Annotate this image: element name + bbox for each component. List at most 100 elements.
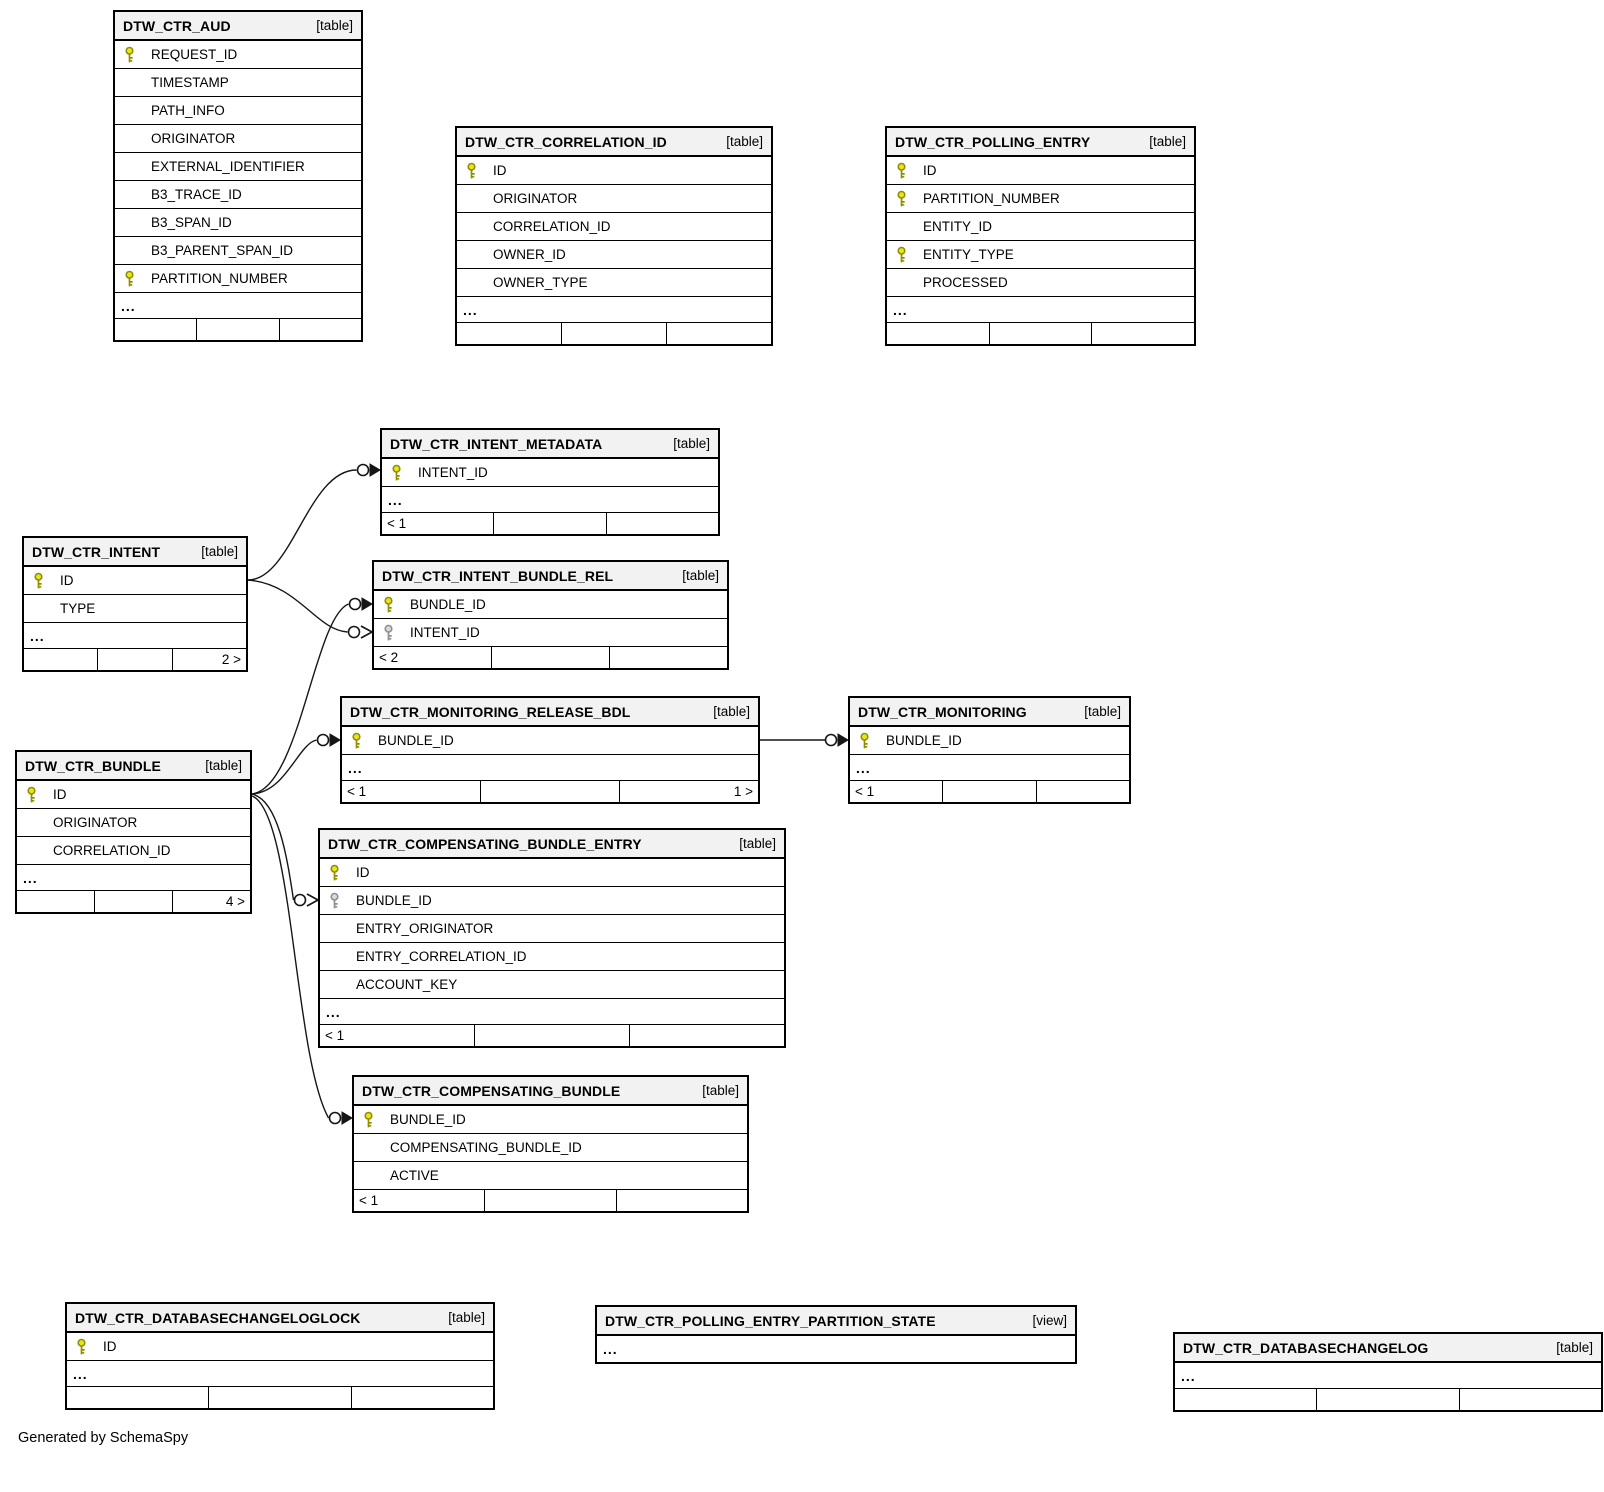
column-row[interactable]: ENTITY_ID — [887, 213, 1194, 241]
table-name: DTW_CTR_MONITORING_RELEASE_BDL — [350, 703, 631, 720]
entity-dtw-ctr-intent-bundle-rel[interactable]: DTW_CTR_INTENT_BUNDLE_REL[table]BUNDLE_I… — [372, 560, 729, 670]
table-header: DTW_CTR_DATABASECHANGELOGLOCK[table] — [67, 1304, 493, 1333]
table-kind-badge: [table] — [205, 758, 242, 773]
parents-count-cell — [617, 1190, 747, 1211]
column-row[interactable]: B3_SPAN_ID — [115, 209, 361, 237]
relationship-count-footer: < 1 — [320, 1025, 784, 1046]
column-name: ACTIVE — [390, 1168, 439, 1183]
column-row[interactable]: PARTITION_NUMBER — [115, 265, 361, 293]
column-row[interactable]: BUNDLE_ID — [354, 1106, 747, 1134]
column-row[interactable]: ID — [24, 567, 246, 595]
column-row[interactable]: CORRELATION_ID — [17, 837, 250, 865]
column-row[interactable]: BUNDLE_ID — [374, 591, 727, 619]
primary-key-icon — [859, 732, 886, 750]
column-row[interactable]: OWNER_TYPE — [457, 269, 771, 297]
children-count-cell — [24, 649, 99, 670]
relationship-count-footer: 4 > — [17, 891, 250, 912]
relationship-count-footer — [1175, 1389, 1601, 1410]
column-name: PARTITION_NUMBER — [923, 191, 1060, 206]
ellipsis-text: ... — [348, 759, 363, 776]
column-row[interactable]: COMPENSATING_BUNDLE_ID — [354, 1134, 747, 1162]
column-row[interactable]: ID — [17, 781, 250, 809]
column-name: INTENT_ID — [418, 465, 488, 480]
edge-line — [251, 793, 295, 901]
column-row[interactable]: TYPE — [24, 595, 246, 623]
column-row[interactable]: ORIGINATOR — [457, 185, 771, 213]
entity-dtw-ctr-monitoring-release-bdl[interactable]: DTW_CTR_MONITORING_RELEASE_BDL[table]BUN… — [340, 696, 760, 804]
column-name: TYPE — [60, 601, 96, 616]
more-columns-ellipsis: ... — [67, 1361, 493, 1387]
entity-dtw-ctr-monitoring[interactable]: DTW_CTR_MONITORING [table] BUNDLE_ID... < 1 — [848, 696, 1131, 804]
footer-spacer-cell — [475, 1025, 630, 1046]
more-columns-ellipsis: ... — [320, 999, 784, 1025]
children-count-cell: < 1 — [850, 781, 944, 802]
column-row[interactable]: INTENT_ID — [382, 459, 718, 487]
entity-dtw-ctr-compensating-bundle[interactable]: DTW_CTR_COMPENSATING_BUNDLE[table]BUNDLE… — [352, 1075, 749, 1213]
edge-line — [247, 579, 348, 633]
table-header: DTW_CTR_POLLING_ENTRY_PARTITION_STATE[vi… — [597, 1307, 1075, 1336]
column-row[interactable]: PATH_INFO — [115, 97, 361, 125]
table-kind-badge: [table] — [1084, 704, 1121, 719]
column-name: OWNER_ID — [493, 247, 566, 262]
table-name: DTW_CTR_MONITORING — [858, 703, 1027, 720]
column-row[interactable]: ACTIVE — [354, 1162, 747, 1190]
arrowhead-icon — [361, 597, 373, 611]
column-row[interactable]: REQUEST_ID — [115, 41, 361, 69]
entity-dtw-ctr-intent-metadata[interactable]: DTW_CTR_INTENT_METADATA[table]INTENT_ID.… — [380, 428, 720, 536]
column-row[interactable]: B3_PARENT_SPAN_ID — [115, 237, 361, 265]
column-row[interactable]: ID — [887, 157, 1194, 185]
column-row[interactable]: B3_TRACE_ID — [115, 181, 361, 209]
column-row[interactable]: ENTRY_ORIGINATOR — [320, 915, 784, 943]
zero-or-one-circle-icon — [347, 625, 361, 639]
column-row[interactable]: TIMESTAMP — [115, 69, 361, 97]
column-row[interactable]: ENTITY_TYPE — [887, 241, 1194, 269]
ellipsis-text: ... — [856, 759, 871, 776]
column-row[interactable]: ID — [67, 1333, 493, 1361]
table-header: DTW_CTR_BUNDLE[table] — [17, 752, 250, 781]
table-kind-badge: [table] — [201, 544, 238, 559]
table-kind-badge: [table] — [1556, 1340, 1593, 1355]
more-columns-ellipsis: ... — [382, 487, 718, 513]
column-row[interactable]: ORIGINATOR — [17, 809, 250, 837]
column-row[interactable]: CORRELATION_ID — [457, 213, 771, 241]
primary-key-icon — [363, 1111, 390, 1129]
column-name: ENTITY_ID — [923, 219, 993, 234]
table-header: DTW_CTR_MONITORING [table] — [850, 698, 1129, 727]
primary-key-icon — [124, 46, 151, 64]
entity-dtw-ctr-databasechangeloglock[interactable]: DTW_CTR_DATABASECHANGELOGLOCK[table]ID..… — [65, 1302, 495, 1410]
column-row[interactable]: ID — [457, 157, 771, 185]
column-row[interactable]: ACCOUNT_KEY — [320, 971, 784, 999]
more-columns-ellipsis: ... — [597, 1336, 1075, 1362]
column-row[interactable]: EXTERNAL_IDENTIFIER — [115, 153, 361, 181]
column-name: INTENT_ID — [410, 625, 480, 640]
column-row[interactable]: PROCESSED — [887, 269, 1194, 297]
primary-key-icon — [76, 1338, 103, 1356]
primary-key-icon — [26, 786, 53, 804]
entity-dtw-ctr-polling-entry-partition-state[interactable]: DTW_CTR_POLLING_ENTRY_PARTITION_STATE[vi… — [595, 1305, 1077, 1364]
column-name: B3_SPAN_ID — [151, 215, 232, 230]
column-row[interactable]: BUNDLE_ID — [320, 887, 784, 915]
column-name: ID — [53, 787, 67, 802]
table-name: DTW_CTR_POLLING_ENTRY — [895, 133, 1091, 150]
column-row[interactable]: BUNDLE_ID — [850, 727, 1129, 755]
parents-count-cell: 4 > — [225, 894, 245, 909]
entity-dtw-ctr-databasechangelog[interactable]: DTW_CTR_DATABASECHANGELOG[table]... — [1173, 1332, 1603, 1412]
primary-key-icon — [896, 162, 923, 180]
column-row[interactable]: ID — [320, 859, 784, 887]
ellipsis-text: ... — [23, 869, 38, 886]
column-row[interactable]: ORIGINATOR — [115, 125, 361, 153]
column-row[interactable]: OWNER_ID — [457, 241, 771, 269]
table-kind-badge: [table] — [726, 134, 763, 149]
column-row[interactable]: ENTRY_CORRELATION_ID — [320, 943, 784, 971]
column-row[interactable]: INTENT_ID — [374, 619, 727, 647]
column-row[interactable]: BUNDLE_ID — [342, 727, 758, 755]
table-name: DTW_CTR_AUD — [123, 17, 231, 34]
entity-dtw-ctr-compensating-bundle-entry[interactable]: DTW_CTR_COMPENSATING_BUNDLE_ENTRY[table]… — [318, 828, 786, 1048]
footer-spacer-cell — [95, 891, 173, 912]
column-row[interactable]: PARTITION_NUMBER — [887, 185, 1194, 213]
